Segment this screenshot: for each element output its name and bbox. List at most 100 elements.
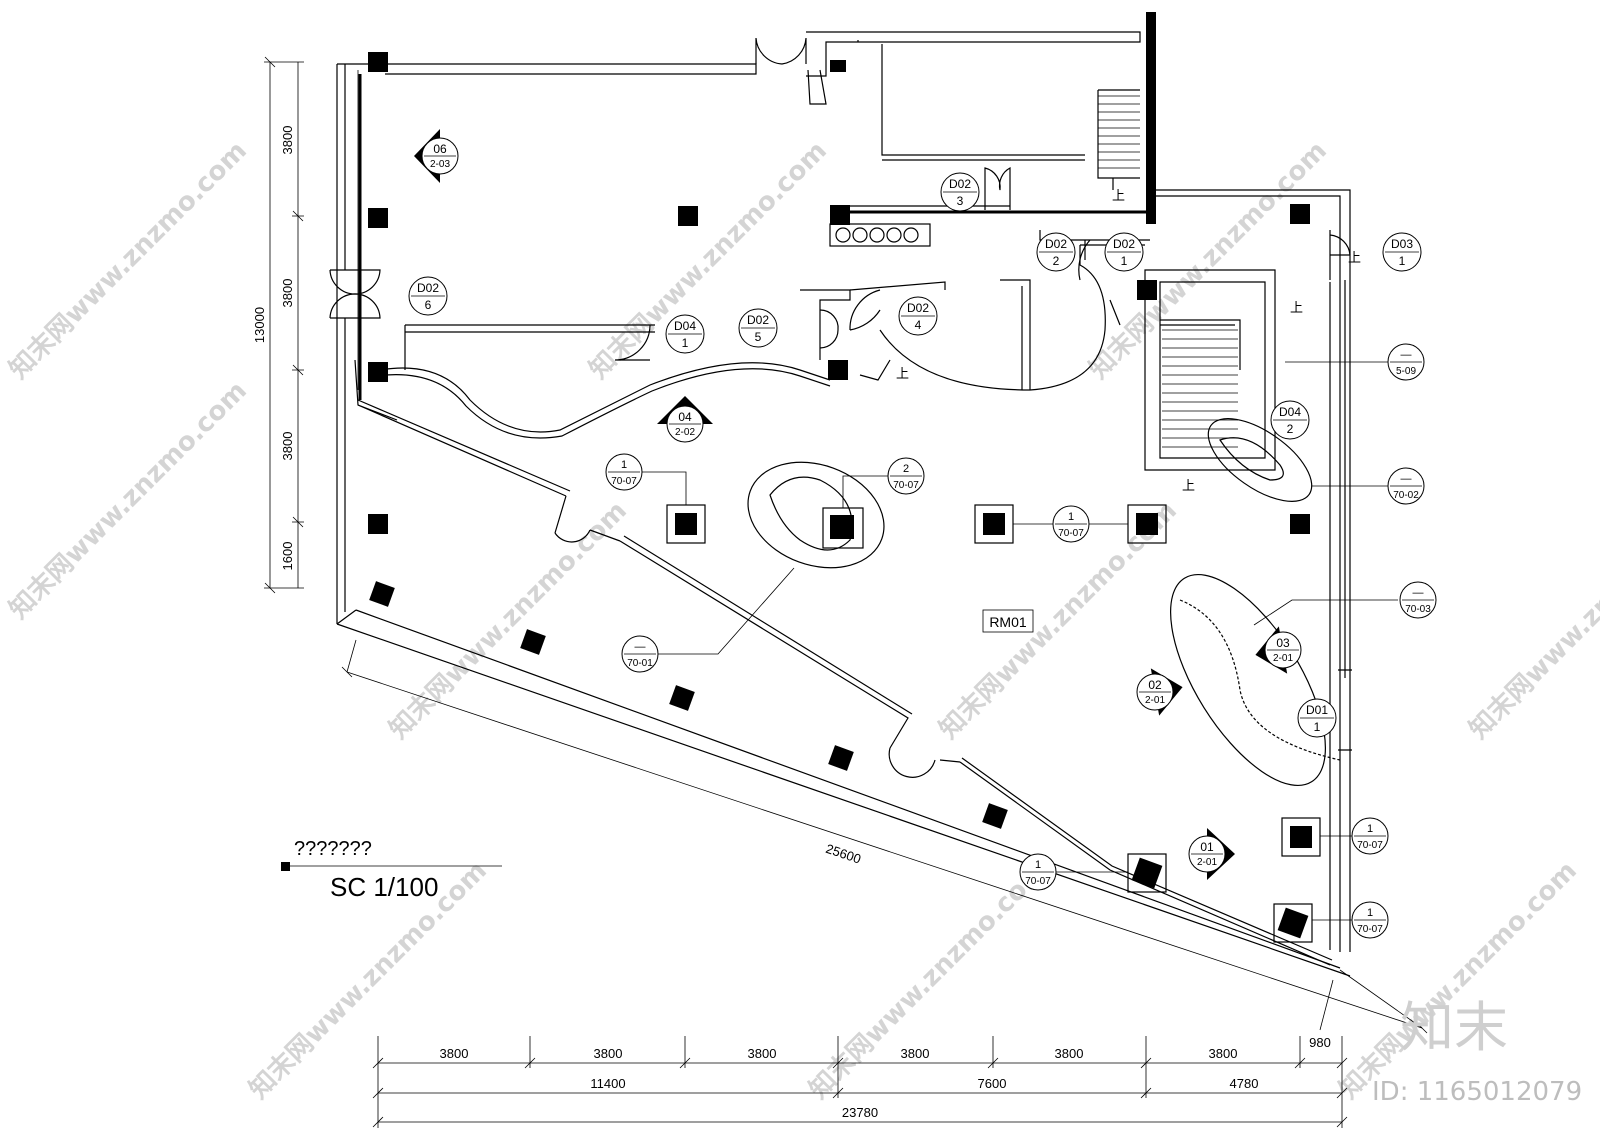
svg-text:2-02: 2-02 — [675, 427, 695, 438]
svg-text:D02: D02 — [1113, 237, 1135, 251]
columns — [368, 52, 1310, 829]
detail-tag: 1 70-07 — [1351, 901, 1389, 939]
detail-tag: — 70-03 — [1399, 581, 1437, 619]
seating-bench — [829, 223, 931, 247]
svg-text:2-01: 2-01 — [1197, 857, 1217, 868]
svg-text:70-02: 70-02 — [1393, 490, 1419, 501]
elevation-marker-02: 02 2-01 — [1136, 668, 1183, 716]
door-tag: D02 3 — [940, 172, 980, 212]
svg-text:—: — — [1401, 473, 1412, 485]
room-label-text: RM01 — [989, 614, 1027, 630]
svg-text:1: 1 — [621, 459, 627, 471]
stair-up-label: 上 — [1112, 188, 1125, 203]
dimension-label: 3800 — [748, 1046, 777, 1061]
svg-text:1: 1 — [1399, 254, 1406, 268]
dimension-label: 7600 — [978, 1076, 1007, 1091]
dimension-label: 11400 — [590, 1076, 625, 1091]
elevation-marker-06: 06 2-03 — [414, 129, 459, 183]
stair-up-labels: 上 上 上 上 上 — [896, 188, 1361, 493]
title-block: ??????? SC 1/100 — [281, 838, 502, 902]
svg-text:—: — — [1401, 349, 1412, 361]
dimension-label: 980 — [1309, 1035, 1331, 1050]
drawing-scale: SC 1/100 — [330, 872, 438, 902]
feature-counters — [747, 418, 1341, 787]
svg-text:70-07: 70-07 — [1357, 924, 1383, 935]
stair-up-label: 上 — [1290, 300, 1303, 315]
svg-text:5: 5 — [755, 330, 762, 344]
dimension-label: 3800 — [901, 1046, 930, 1061]
svg-text:70-07: 70-07 — [893, 480, 919, 491]
svg-text:D02: D02 — [1045, 237, 1067, 251]
door-tag: D02 2 — [1036, 232, 1076, 272]
svg-text:1: 1 — [1068, 511, 1074, 523]
elevation-marker-03: 03 2-01 — [1255, 626, 1302, 674]
svg-text:1: 1 — [1121, 254, 1128, 268]
dimension-label: 25600 — [824, 841, 863, 867]
svg-text:2-03: 2-03 — [430, 159, 450, 170]
image-id: ID: 1165012079 — [1372, 1077, 1582, 1107]
svg-text:70-07: 70-07 — [611, 476, 637, 487]
svg-text:2: 2 — [903, 463, 909, 475]
svg-text:6: 6 — [425, 298, 432, 312]
elevation-marker-01: 01 2-01 — [1188, 828, 1235, 880]
svg-text:D04: D04 — [1279, 405, 1301, 419]
svg-text:01: 01 — [1200, 840, 1214, 854]
detail-tag: — 70-01 — [621, 635, 659, 673]
detail-tag: 1 70-07 — [1019, 853, 1057, 891]
door-tag: D04 2 — [1270, 400, 1310, 440]
svg-text:—: — — [1413, 587, 1424, 599]
watermark: 知末网www.znzmo.com — [4, 136, 253, 385]
svg-text:2: 2 — [1053, 254, 1060, 268]
detail-tag: 1 70-07 — [605, 453, 643, 491]
door-tags: D02 3 D02 2 D02 1 D03 1 D02 6 D04 1 — [408, 172, 1422, 738]
svg-text:70-07: 70-07 — [1058, 528, 1084, 539]
brand-logo: 知末 — [1400, 996, 1508, 1059]
display-plinths — [666, 504, 1321, 943]
detail-tags: 1 70-07 2 70-07 1 70-07 — 70-01 — 5-09 — [605, 343, 1437, 939]
svg-text:03: 03 — [1276, 636, 1290, 650]
svg-text:06: 06 — [433, 142, 447, 156]
dimension-label: 3800 — [1055, 1046, 1084, 1061]
svg-text:D01: D01 — [1306, 703, 1328, 717]
dimension-label: 23780 — [842, 1105, 878, 1120]
svg-text:D04: D04 — [674, 319, 696, 333]
watermark: 知末网www.znzmo.com — [1334, 856, 1583, 1105]
detail-tag: 1 70-07 — [1052, 505, 1090, 543]
curved-partition — [375, 324, 831, 439]
svg-text:70-01: 70-01 — [627, 658, 653, 669]
svg-text:70-07: 70-07 — [1357, 840, 1383, 851]
doors — [329, 37, 1352, 751]
svg-text:70-07: 70-07 — [1025, 876, 1051, 887]
svg-text:D02: D02 — [949, 177, 971, 191]
svg-text:3: 3 — [957, 194, 964, 208]
brand-watermark: 知末 ID: 1165012079 — [1372, 996, 1582, 1107]
svg-text:1: 1 — [1314, 720, 1321, 734]
door-tag: D03 1 — [1382, 232, 1422, 272]
door-tag: D01 1 — [1297, 698, 1337, 738]
dimension-label: 3800 — [280, 126, 295, 155]
dimension-label: 3800 — [594, 1046, 623, 1061]
detail-tag: — 5-09 — [1387, 343, 1425, 381]
detail-tag: 1 70-07 — [1351, 817, 1389, 855]
elevation-marker-04: 04 2-02 — [657, 396, 713, 443]
dimension-label: 3800 — [440, 1046, 469, 1061]
svg-text:70-03: 70-03 — [1405, 604, 1431, 615]
stair-up-label: 上 — [896, 366, 909, 381]
dimension-label: 4780 — [1230, 1076, 1259, 1091]
svg-text:4: 4 — [915, 318, 922, 332]
door-tag: D02 4 — [898, 296, 938, 336]
stair-up-label: 上 — [1348, 250, 1361, 265]
room-label: RM01 — [982, 609, 1034, 633]
svg-text:D03: D03 — [1391, 237, 1413, 251]
watermark-layer: 知末网www.znzmo.com 知末网www.znzmo.com 知末网www… — [4, 136, 1600, 1105]
svg-text:04: 04 — [678, 410, 692, 424]
svg-text:D02: D02 — [747, 313, 769, 327]
svg-text:—: — — [635, 641, 646, 653]
detail-tag: 2 70-07 — [887, 457, 925, 495]
watermark: 知末网www.znzmo.com — [584, 136, 833, 385]
dimension-bottom: 3800 3800 3800 3800 3800 3800 980 11400 … — [372, 979, 1348, 1128]
svg-text:2-01: 2-01 — [1273, 653, 1293, 664]
dimension-label: 13000 — [252, 307, 267, 343]
drawing-title: ??????? — [294, 838, 372, 860]
